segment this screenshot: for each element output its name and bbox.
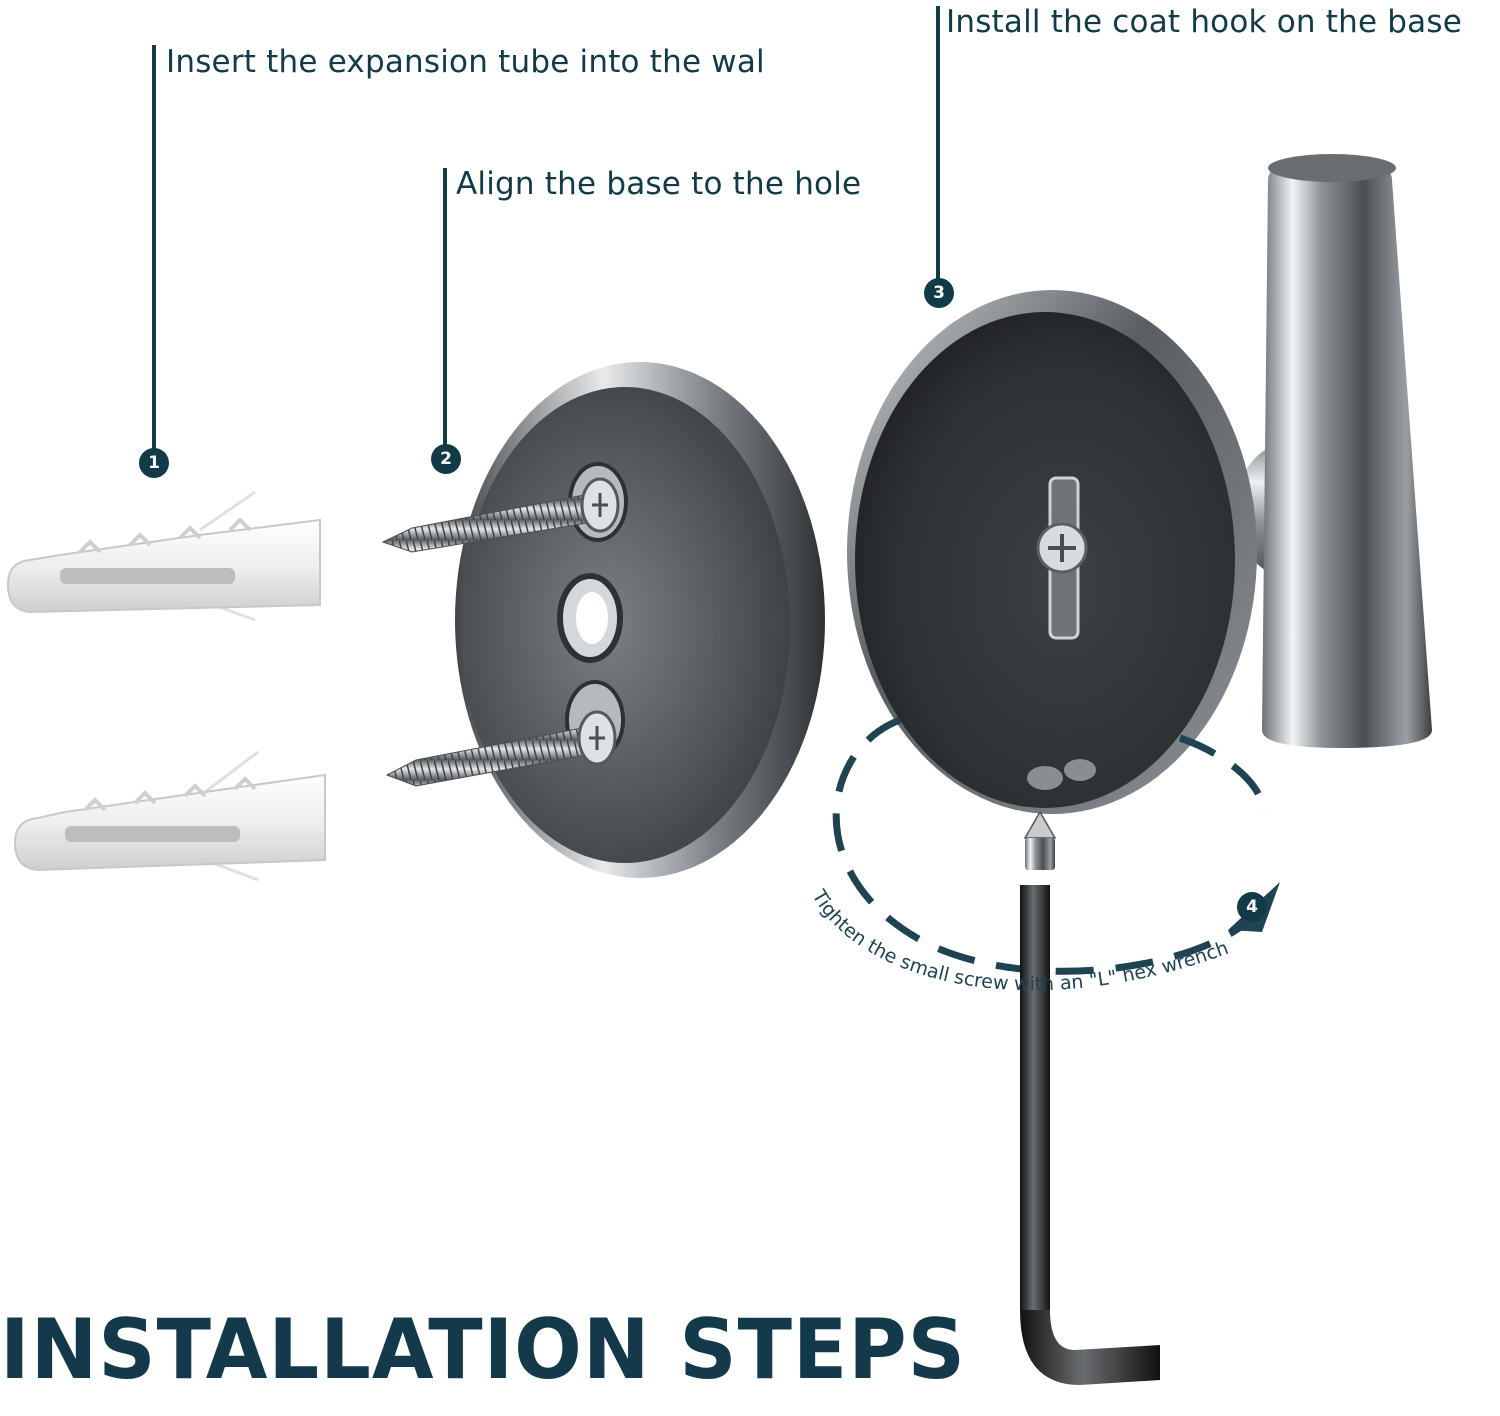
step-3-badge: 3 [924, 278, 954, 308]
page-title: INSTALLATION STEPS [0, 1301, 966, 1398]
expansion-tube-upper [6, 490, 321, 622]
mounting-base [455, 362, 825, 878]
wood-screw-upper [381, 477, 620, 553]
step-3-leader-line [936, 6, 940, 280]
coat-hook [847, 154, 1432, 814]
step-3-label: Install the coat hook on the base [946, 4, 1462, 40]
hex-wrench [1020, 885, 1160, 1385]
step-4-badge: 4 [1237, 892, 1267, 922]
step-1-label: Insert the expansion tube into the wal [166, 44, 765, 80]
step-2-badge: 2 [431, 444, 461, 474]
step-2-label: Align the base to the hole [456, 166, 862, 202]
step-2-leader-line [443, 168, 447, 448]
set-screw [1023, 810, 1057, 870]
step-1-leader-line [152, 45, 156, 450]
wood-screw-lower [385, 710, 617, 787]
expansion-tube-lower [13, 750, 326, 882]
step-1-badge: 1 [139, 448, 169, 478]
